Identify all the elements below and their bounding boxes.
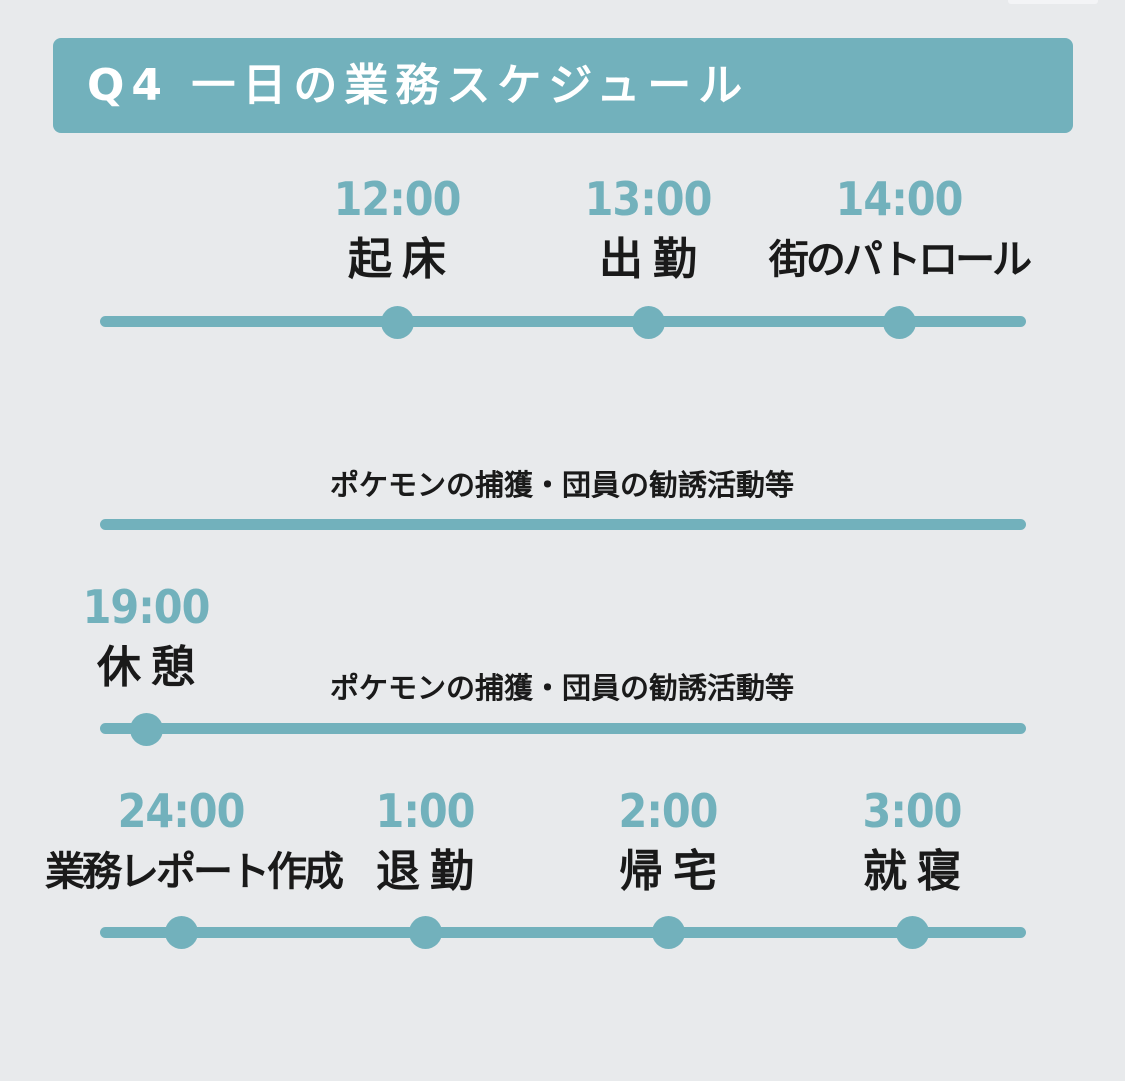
event-label-go-home: 帰宅 xyxy=(619,846,727,897)
event-label-sleep: 就寝 xyxy=(863,846,971,897)
timeline-track-4 xyxy=(100,927,1026,938)
timeline-dot-go-to-work xyxy=(631,305,665,339)
timeline-track-1 xyxy=(100,316,1026,327)
event-time-break: 19:00 xyxy=(82,580,211,634)
event-time-wakeup: 12:00 xyxy=(333,172,462,226)
timeline-dot-go-home xyxy=(651,915,685,949)
timeline-dot-sleep xyxy=(895,915,929,949)
event-time-report: 24:00 xyxy=(117,784,246,838)
section-header: Q4 一日の業務スケジュール xyxy=(53,38,1073,133)
event-time-go-to-work: 13:00 xyxy=(584,172,713,226)
event-label-break: 休憩 xyxy=(97,642,205,693)
timeline-dot-leave-work xyxy=(408,915,442,949)
event-time-leave-work: 1:00 xyxy=(375,784,476,838)
event-label-wakeup: 起床 xyxy=(348,234,456,285)
event-label-leave-work: 退勤 xyxy=(376,846,484,897)
timeline-track-2 xyxy=(100,519,1026,530)
event-label-report: 業務レポート作成 xyxy=(45,849,344,895)
page-title: Q4 一日の業務スケジュール xyxy=(87,60,750,111)
activity-label-1: ポケモンの捕獲・団員の勧誘活動等 xyxy=(329,468,795,502)
timeline-dot-report xyxy=(164,915,198,949)
activity-label-2: ポケモンの捕獲・団員の勧誘活動等 xyxy=(329,671,795,705)
event-time-go-home: 2:00 xyxy=(618,784,719,838)
event-label-patrol: 街のパトロール xyxy=(768,237,1032,283)
corner-mark xyxy=(1008,0,1098,4)
timeline-dot-break xyxy=(129,712,163,746)
timeline-dot-wakeup xyxy=(380,305,414,339)
timeline-track-3 xyxy=(100,723,1026,734)
timeline-dot-patrol xyxy=(882,305,916,339)
event-time-patrol: 14:00 xyxy=(835,172,964,226)
event-time-sleep: 3:00 xyxy=(862,784,963,838)
event-label-go-to-work: 出勤 xyxy=(599,234,707,285)
